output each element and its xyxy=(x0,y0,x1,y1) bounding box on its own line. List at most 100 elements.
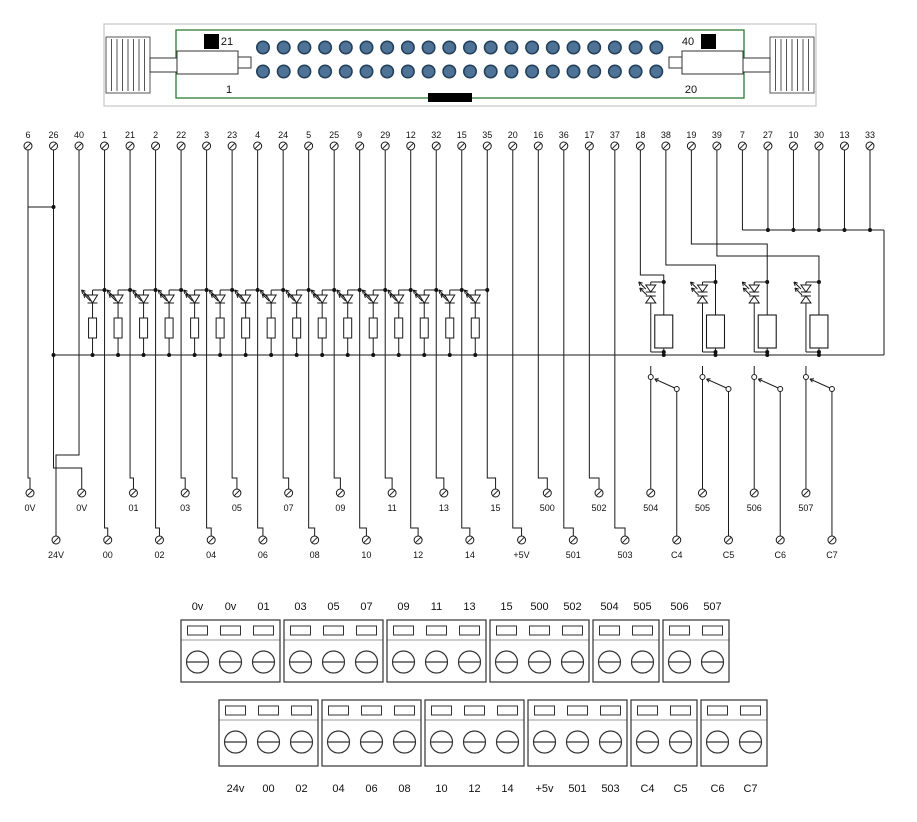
pin xyxy=(318,40,333,55)
polarity-mark-right xyxy=(701,34,716,49)
wire xyxy=(690,150,768,282)
wire-slot xyxy=(534,705,555,716)
wire-slot xyxy=(187,625,208,636)
pin xyxy=(607,64,622,79)
block-terminal-label: C4 xyxy=(640,783,654,795)
polarity-mark-left xyxy=(204,34,219,49)
wire-slot xyxy=(567,705,588,716)
input-indicator xyxy=(259,288,286,357)
top-terminal-label: 20 xyxy=(508,130,518,140)
wire xyxy=(537,150,548,489)
wire xyxy=(104,150,109,536)
pin xyxy=(483,64,498,79)
resistor xyxy=(419,317,429,339)
wire xyxy=(282,150,290,489)
bottom-terminal-label: 502 xyxy=(592,503,607,513)
input-indicator xyxy=(310,288,337,357)
bottom-terminal-label: 14 xyxy=(465,550,475,560)
junction-dot xyxy=(661,350,666,354)
wire-slot xyxy=(669,625,690,636)
bottom-terminal-label: 15 xyxy=(491,503,501,513)
pin xyxy=(276,40,291,55)
pin xyxy=(276,64,291,79)
relay-unit xyxy=(793,280,835,536)
wire xyxy=(639,150,665,282)
pin xyxy=(421,64,436,79)
wire xyxy=(614,150,626,536)
bottom-terminal-label: 507 xyxy=(798,503,813,513)
pin xyxy=(566,64,581,79)
pin xyxy=(607,40,622,55)
wire-slot xyxy=(464,705,485,716)
pin xyxy=(545,64,560,79)
contact-node xyxy=(725,386,732,392)
junction-dot xyxy=(51,353,56,357)
wire-slot xyxy=(497,705,518,716)
input-indicator xyxy=(208,288,235,357)
input-indicators xyxy=(81,288,490,357)
wire-slot xyxy=(740,705,761,716)
top-terminal-label: 25 xyxy=(329,130,339,140)
pin xyxy=(504,40,519,55)
top-terminal-label: 10 xyxy=(788,130,798,140)
wire-slot xyxy=(323,625,344,636)
pin xyxy=(587,40,602,55)
pin xyxy=(504,64,519,79)
bottom-terminal-label: 500 xyxy=(540,503,555,513)
top-terminal-label: 36 xyxy=(559,130,569,140)
wire-slot xyxy=(393,625,414,636)
resistor xyxy=(215,317,225,339)
left-lever-body xyxy=(176,50,239,75)
input-indicator xyxy=(361,288,388,357)
contact-node xyxy=(673,386,680,392)
resistor xyxy=(266,317,276,339)
junction-dot xyxy=(447,353,452,357)
resistor xyxy=(190,317,200,339)
junction-dot xyxy=(816,350,821,354)
bottom-terminal-label: 01 xyxy=(128,503,138,513)
contact-node xyxy=(777,386,784,392)
input-indicator xyxy=(336,288,362,357)
pin xyxy=(380,64,395,79)
top-terminal-label: 23 xyxy=(227,130,237,140)
relay-coil xyxy=(757,314,777,349)
top-terminal-label: 9 xyxy=(357,130,362,140)
bottom-terminal-label: 03 xyxy=(180,503,190,513)
junction-dot xyxy=(661,353,666,357)
input-indicator xyxy=(132,288,158,357)
wire-slot xyxy=(361,705,382,716)
junction-dot xyxy=(192,353,197,357)
top-terminal-label: 17 xyxy=(584,130,594,140)
top-terminal-label: 1 xyxy=(102,130,107,140)
relay-coil xyxy=(705,314,726,349)
junction-dot xyxy=(713,350,718,354)
pin-array xyxy=(255,40,664,79)
resistor xyxy=(317,317,327,339)
wiring xyxy=(27,150,885,536)
block-terminal-label: 502 xyxy=(563,601,581,613)
resistor xyxy=(113,317,123,339)
contact-node xyxy=(699,374,706,380)
pin xyxy=(545,40,560,55)
block-terminal-label: 507 xyxy=(703,601,721,613)
wire-slot xyxy=(670,705,691,716)
top-terminal-label: 12 xyxy=(406,130,416,140)
pin xyxy=(400,40,415,55)
pin xyxy=(483,40,498,55)
input-indicator xyxy=(157,288,184,357)
pin-label-top-left: 21 xyxy=(221,36,233,48)
junction-dot xyxy=(396,353,401,357)
bottom-terminal-label: 506 xyxy=(747,503,762,513)
junction-dot xyxy=(816,353,821,357)
wire xyxy=(333,150,341,489)
input-indicator xyxy=(387,288,413,357)
wire xyxy=(206,150,212,536)
top-terminal-label: 32 xyxy=(431,130,441,140)
junction-dot xyxy=(765,350,770,354)
pin xyxy=(462,40,477,55)
bottom-terminal-label: C6 xyxy=(774,550,786,560)
resistor xyxy=(164,317,174,339)
